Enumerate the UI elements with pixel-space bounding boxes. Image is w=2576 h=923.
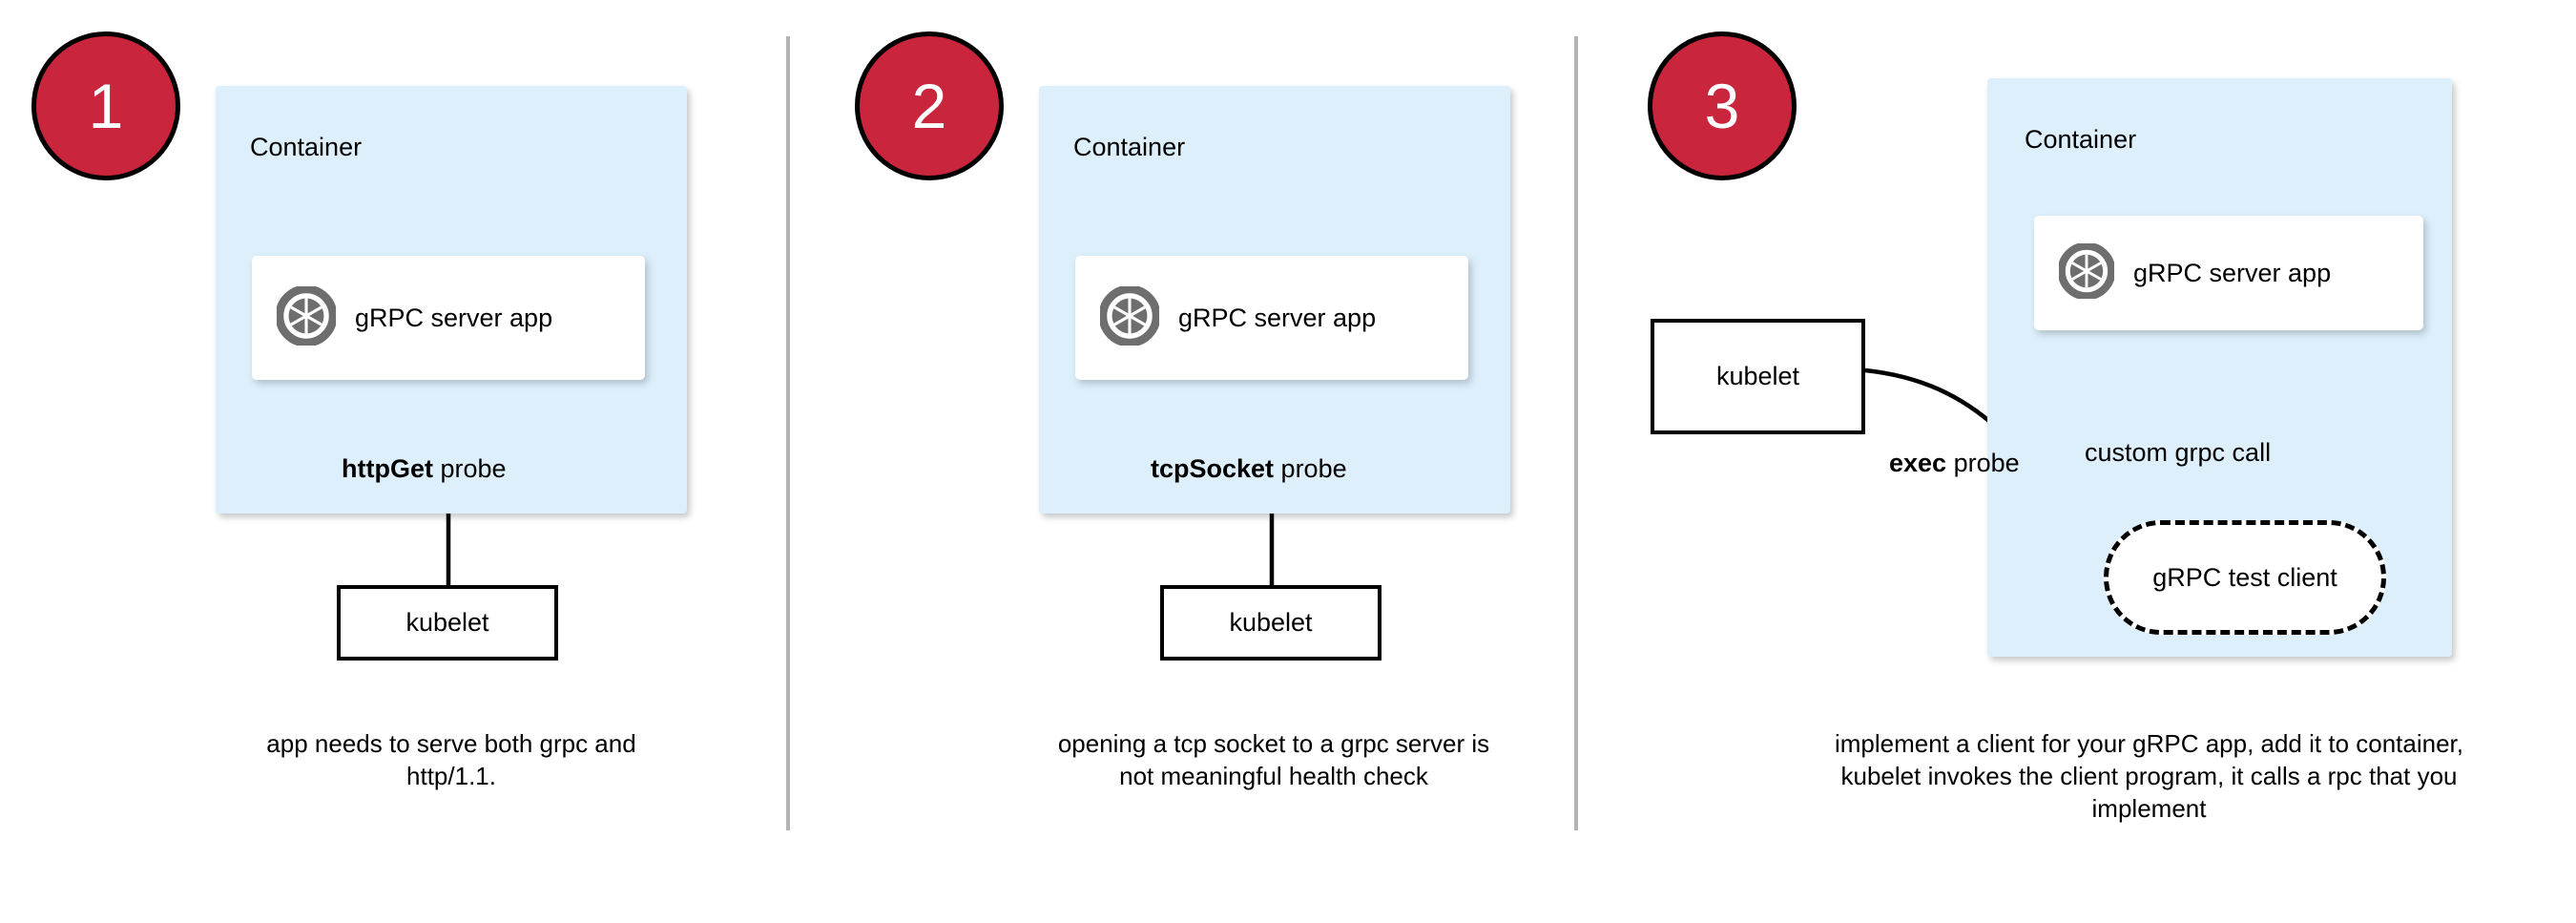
panel-divider-1: [786, 36, 790, 830]
exec-probe-label: exec probe: [1889, 449, 2020, 478]
step-badge-number: 2: [911, 71, 947, 141]
kubelet-box-3: kubelet: [1651, 319, 1865, 434]
grpc-server-app-card-2: gRPC server app: [1075, 256, 1468, 380]
kubelet-label-2: kubelet: [1229, 608, 1313, 637]
grpc-test-client-box: gRPC test client: [2104, 520, 2386, 635]
caption-2: opening a tcp socket to a grpc server is…: [1057, 729, 1490, 790]
kubelet-box-2: kubelet: [1160, 585, 1381, 661]
step-badge-2: 2: [855, 31, 1004, 180]
step-badge-3: 3: [1648, 31, 1797, 180]
exec-probe-label-rest: probe: [1946, 449, 2020, 477]
grpc-aperture-icon: [1098, 284, 1161, 350]
kubelet-label-3: kubelet: [1715, 362, 1800, 390]
step-badge-number: 3: [1704, 71, 1740, 141]
caption-3: implement a client for your gRPC app, ad…: [1834, 729, 2463, 823]
grpc-server-app-card-1: gRPC server app: [252, 256, 645, 380]
container-label-1: Container: [250, 133, 363, 161]
step-badge-1: 1: [31, 31, 180, 180]
httpget-probe-label: httpGet probe: [342, 454, 507, 484]
grpc-server-app-card-3: gRPC server app: [2034, 216, 2423, 330]
exec-probe-label-bold: exec: [1889, 449, 1947, 477]
httpget-probe-label-rest: probe: [432, 454, 507, 483]
grpc-server-app-label-1: gRPC server app: [355, 303, 553, 332]
httpget-probe-label-bold: httpGet: [342, 454, 433, 483]
kubelet-label-1: kubelet: [405, 608, 489, 637]
caption-1: app needs to serve both grpc and http/1.…: [266, 729, 636, 790]
panel-divider-2: [1574, 36, 1578, 830]
custom-grpc-call-label: custom grpc call: [2085, 438, 2272, 467]
grpc-server-app-label-3: gRPC server app: [2133, 258, 2332, 287]
kubelet-box-1: kubelet: [337, 585, 558, 661]
tcpsocket-probe-label-rest: probe: [1274, 454, 1347, 483]
grpc-server-app-label-2: gRPC server app: [1178, 303, 1377, 332]
grpc-test-client-label: gRPC test client: [2152, 562, 2337, 592]
step-badge-number: 1: [88, 71, 124, 141]
grpc-aperture-icon: [2057, 241, 2116, 304]
tcpsocket-probe-label: tcpSocket probe: [1151, 454, 1347, 484]
container-label-3: Container: [2025, 125, 2137, 154]
tcpsocket-probe-label-bold: tcpSocket: [1151, 454, 1275, 483]
container-label-2: Container: [1073, 133, 1186, 161]
grpc-aperture-icon: [275, 284, 338, 350]
